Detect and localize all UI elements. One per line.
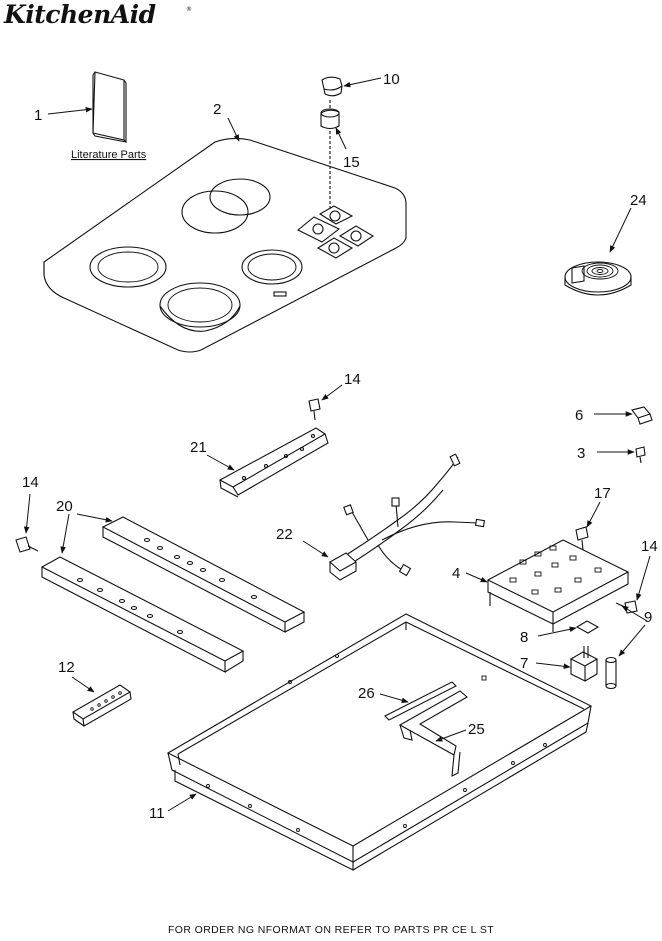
leader-1 bbox=[47, 106, 93, 115]
footer-note: FOR ORDER NG NFORMAT ON REFER TO PARTS P… bbox=[167, 924, 495, 936]
leader-15 bbox=[335, 127, 347, 150]
infinite-switch-part bbox=[569, 646, 599, 682]
leader-14-left bbox=[23, 493, 31, 534]
callout-17: 17 bbox=[594, 485, 611, 502]
leader-26 bbox=[379, 693, 409, 703]
leader-14-top bbox=[321, 384, 343, 401]
callout-26: 26 bbox=[358, 685, 375, 702]
leader-20-b bbox=[60, 513, 70, 554]
terminal-part bbox=[605, 656, 617, 690]
leader-21 bbox=[206, 454, 235, 471]
leader-12 bbox=[71, 676, 95, 693]
callout-2: 2 bbox=[213, 101, 221, 118]
leader-9 bbox=[618, 624, 646, 657]
callout-6: 6 bbox=[575, 407, 583, 424]
clip-part bbox=[631, 406, 653, 425]
left-screw-part bbox=[15, 536, 39, 553]
callout-7: 7 bbox=[520, 655, 528, 672]
literature-booklet-part bbox=[92, 71, 127, 144]
terminal-block-part bbox=[71, 684, 132, 727]
channel-rail-rear-part bbox=[101, 516, 306, 633]
brand-logo: KitchenAid bbox=[4, 0, 156, 29]
leader-14-right bbox=[636, 555, 651, 601]
leader-17 bbox=[586, 501, 601, 528]
small-screw-part bbox=[635, 446, 646, 464]
callout-14-left: 14 bbox=[22, 474, 39, 491]
callout-4: 4 bbox=[452, 565, 460, 582]
leader-11 bbox=[167, 793, 197, 812]
mount-screw-part bbox=[575, 526, 589, 551]
wire-harness-part bbox=[329, 453, 486, 581]
callout-25: 25 bbox=[468, 721, 485, 738]
leader-2 bbox=[227, 117, 240, 142]
callout-14-top: 14 bbox=[344, 371, 361, 388]
callout-8: 8 bbox=[520, 629, 528, 646]
center-bracket-part bbox=[398, 690, 468, 777]
callout-3: 3 bbox=[577, 445, 585, 462]
switch-mount-plate-part bbox=[486, 539, 630, 632]
base-pan-part bbox=[166, 613, 593, 871]
callout-20: 20 bbox=[56, 498, 73, 515]
callout-9: 9 bbox=[644, 609, 652, 626]
callout-12: 12 bbox=[58, 659, 75, 676]
upper-bracket-part bbox=[218, 427, 329, 498]
leader-25 bbox=[435, 729, 467, 742]
leader-22 bbox=[302, 540, 329, 558]
leader-9-top bbox=[621, 605, 648, 622]
right-screw-part bbox=[615, 600, 638, 614]
small-plate-part bbox=[575, 620, 600, 634]
callout-11: 11 bbox=[149, 805, 165, 822]
callout-22: 22 bbox=[276, 526, 293, 543]
insulation-strip-part bbox=[384, 681, 457, 721]
surface-element-coil-part bbox=[564, 261, 632, 296]
leader-7 bbox=[535, 662, 571, 670]
callout-15: 15 bbox=[343, 154, 360, 171]
callout-14-right: 14 bbox=[641, 538, 658, 555]
channel-rail-front-part bbox=[40, 556, 245, 673]
callout-10: 10 bbox=[383, 71, 400, 88]
leader-24 bbox=[609, 207, 632, 253]
control-knob-part bbox=[320, 76, 343, 210]
registered-mark-icon: ® bbox=[186, 6, 192, 13]
cooktop-glass-part bbox=[43, 137, 407, 353]
leader-8 bbox=[537, 626, 577, 637]
leader-4 bbox=[465, 572, 488, 583]
screw-part bbox=[308, 398, 321, 421]
callout-1: 1 bbox=[34, 107, 42, 124]
leader-10 bbox=[343, 77, 382, 88]
leader-20-a bbox=[76, 513, 113, 523]
callout-24: 24 bbox=[630, 192, 647, 209]
callout-21: 21 bbox=[190, 439, 207, 456]
literature-parts-label: Literature Parts bbox=[71, 149, 147, 161]
